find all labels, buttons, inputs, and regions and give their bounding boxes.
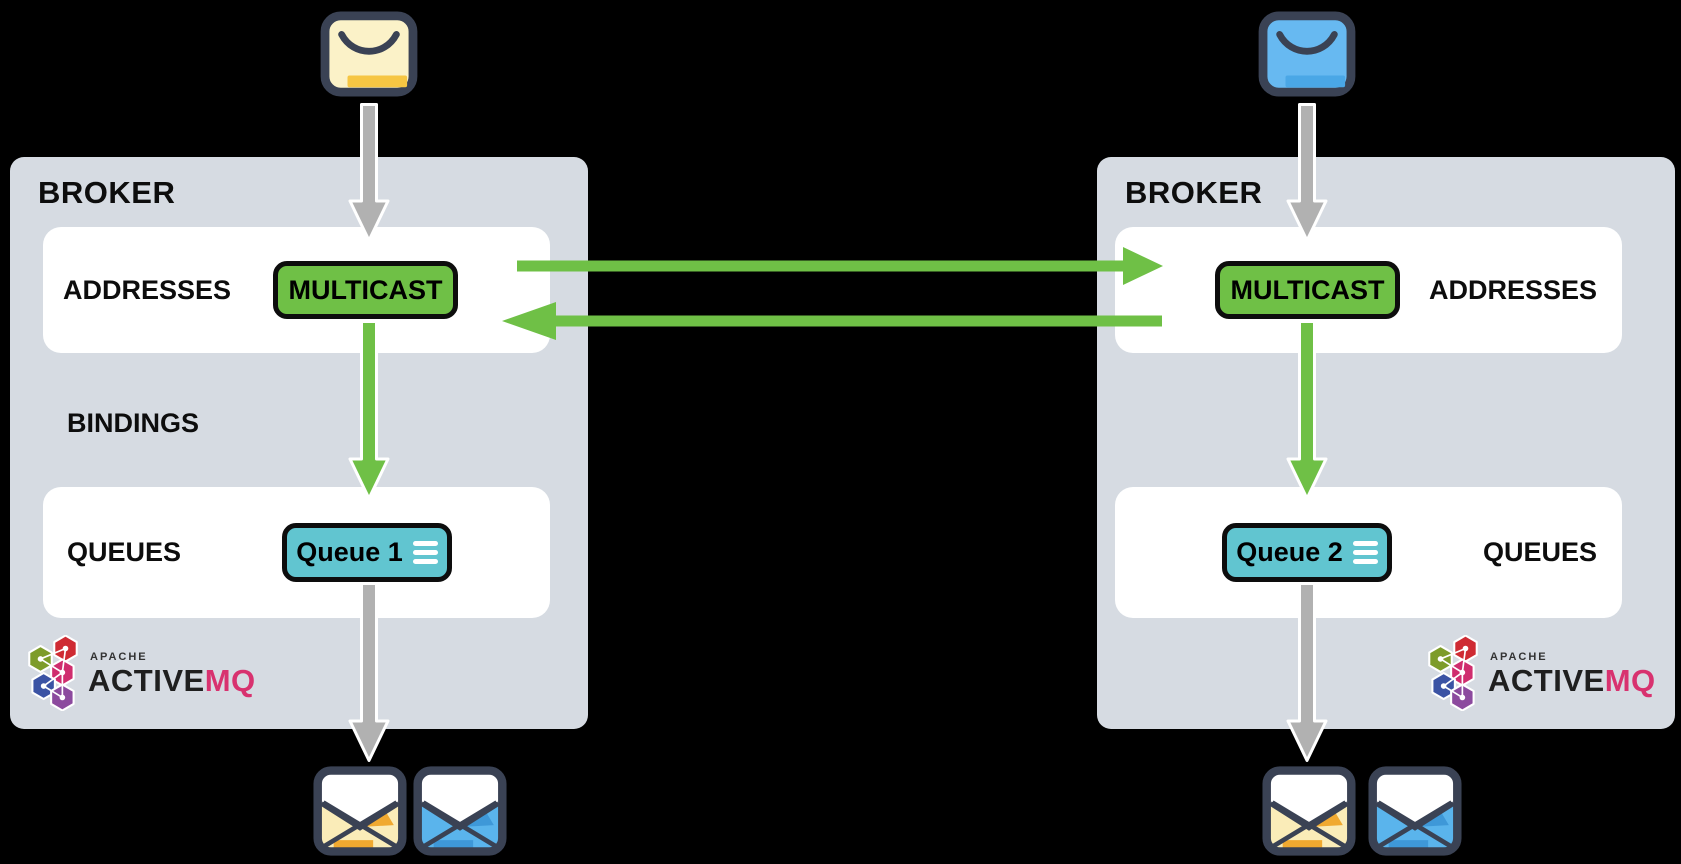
binding-arrow-icon-left [348, 320, 390, 500]
queues-label: QUEUES [67, 537, 182, 567]
activemq-name-active: ACTIVE [1488, 662, 1605, 698]
consumer-arrow-icon-left [348, 582, 390, 762]
producer-arrow-icon-left [348, 103, 390, 242]
broker-title: BROKER [1125, 175, 1263, 210]
queues-panel: QUEUES Queue 1 [43, 487, 550, 618]
producer-message-icon-left [320, 11, 418, 97]
producer-message-icon-right [1258, 11, 1356, 97]
queues-label: QUEUES [1482, 537, 1597, 567]
activemq-logo-left: APACHE ACTIVEMQ [28, 635, 256, 711]
federation-arrow-left-icon [502, 302, 1162, 340]
addresses-label: ADDRESSES [1428, 274, 1597, 305]
addresses-panel: ADDRESSES MULTICAST [43, 227, 550, 353]
apache-label: APACHE [1490, 650, 1548, 663]
queues-panel: Queue 2 QUEUES [1115, 487, 1622, 618]
multicast-address-pill: MULTICAST [1215, 261, 1400, 319]
broker-title: BROKER [38, 175, 176, 210]
queue-list-icon [412, 541, 438, 564]
activemq-name-active: ACTIVE [88, 662, 205, 698]
queue-pill-label: Queue 1 [296, 537, 403, 567]
activemq-hexagons-icon [1428, 635, 1478, 711]
binding-arrow-icon-right [1286, 320, 1328, 500]
activemq-name-mq: MQ [204, 662, 256, 698]
federation-arrow-right-icon [517, 247, 1163, 285]
bindings-label: BINDINGS [67, 408, 200, 438]
activemq-name: ACTIVEMQ [88, 665, 256, 696]
consumer-message-icon-right-2 [1368, 766, 1462, 856]
activemq-name: ACTIVEMQ [1488, 665, 1656, 696]
activemq-logo-right: APACHE ACTIVEMQ [1428, 635, 1656, 711]
activemq-name-mq: MQ [1604, 662, 1656, 698]
consumer-arrow-icon-right [1286, 582, 1328, 762]
consumer-message-icon-right-1 [1262, 766, 1356, 856]
producer-arrow-icon-right [1286, 103, 1328, 242]
queue-pill: Queue 2 [1222, 523, 1392, 582]
addresses-label: ADDRESSES [63, 274, 232, 305]
addresses-panel: MULTICAST ADDRESSES [1115, 227, 1622, 353]
broker-left: BROKER ADDRESSES MULTICAST BINDINGS QUEU… [10, 157, 588, 729]
broker-right: BROKER MULTICAST ADDRESSES Queue 2 QUEUE… [1097, 157, 1675, 729]
queue-list-icon [1352, 541, 1378, 564]
consumer-message-icon-left-2 [413, 766, 507, 856]
consumer-message-icon-left-1 [313, 766, 407, 856]
multicast-address-pill: MULTICAST [273, 261, 458, 319]
activemq-hexagons-icon [28, 635, 78, 711]
queue-pill-label: Queue 2 [1236, 537, 1343, 567]
apache-label: APACHE [90, 650, 148, 663]
queue-pill: Queue 1 [282, 523, 452, 582]
